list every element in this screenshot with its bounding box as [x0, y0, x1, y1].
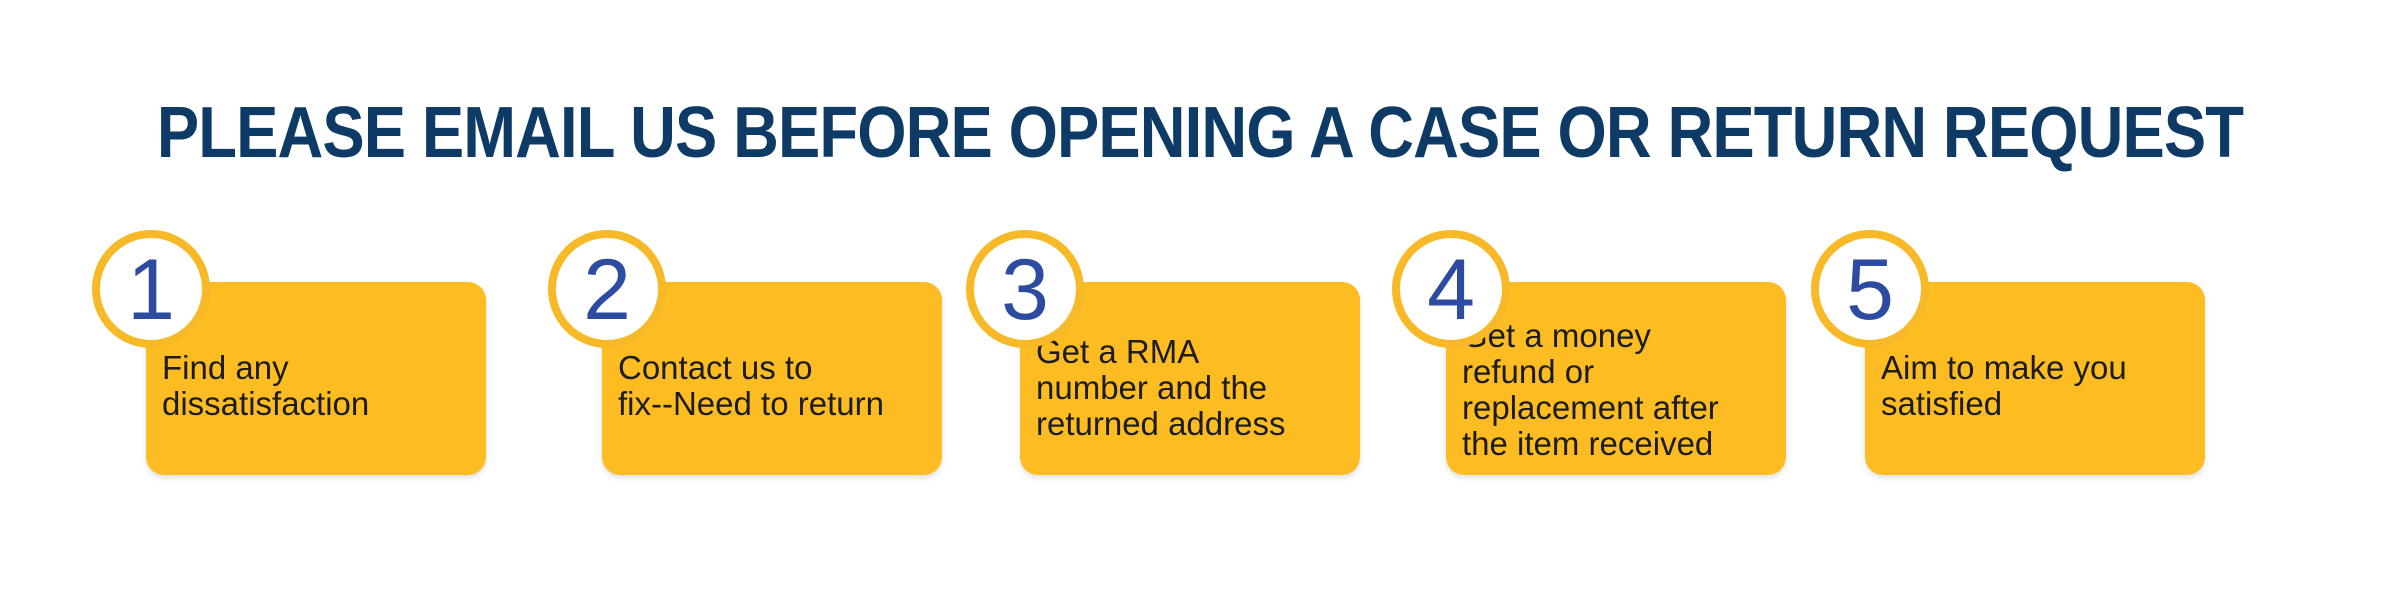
step-text-line: Get a money: [1462, 317, 1651, 354]
step-text-line: Get a RMA: [1036, 333, 1200, 370]
step-description: Aim to make you satisfied: [1881, 350, 2193, 422]
step-4: Get a money refund or replacement after …: [1392, 230, 1786, 480]
page-title: PLEASE EMAIL US BEFORE OPENING A CASE OR…: [156, 93, 2244, 173]
step-number: 1: [127, 242, 175, 338]
step-number-badge: 4: [1392, 230, 1510, 348]
step-number-badge: 3: [966, 230, 1084, 348]
step-text-line: the item received: [1462, 425, 1714, 462]
step-number-badge: 1: [92, 230, 210, 348]
step-description: Get a money refund or replacement after …: [1462, 318, 1774, 462]
step-text-line: Aim to make you: [1881, 349, 2127, 386]
step-1: Find any dissatisfaction 1: [92, 230, 486, 480]
step-number-badge: 2: [548, 230, 666, 348]
step-description: Get a RMA number and the returned addres…: [1036, 334, 1348, 442]
step-number: 4: [1427, 242, 1475, 338]
step-description: Find any dissatisfaction: [162, 350, 474, 422]
step-card: Contact us to fix--Need to return: [602, 282, 942, 475]
step-number: 2: [583, 242, 631, 338]
step-text-line: Find any: [162, 349, 289, 386]
step-text-line: fix--Need to return: [618, 385, 884, 422]
step-number-badge: 5: [1811, 230, 1929, 348]
step-text-line: replacement after: [1462, 389, 1719, 426]
step-text-line: number and the: [1036, 369, 1268, 406]
step-text-line: refund or: [1462, 353, 1595, 390]
step-number: 5: [1846, 242, 1894, 338]
step-2: Contact us to fix--Need to return 2: [548, 230, 942, 480]
step-text-line: Contact us to: [618, 349, 813, 386]
step-number: 3: [1001, 242, 1049, 338]
step-description: Contact us to fix--Need to return: [618, 350, 930, 422]
step-text-line: returned address: [1036, 405, 1286, 442]
step-3: Get a RMA number and the returned addres…: [966, 230, 1360, 480]
step-text-line: dissatisfaction: [162, 385, 370, 422]
step-5: Aim to make you satisfied 5: [1811, 230, 2205, 480]
step-text-line: satisfied: [1881, 385, 2003, 422]
